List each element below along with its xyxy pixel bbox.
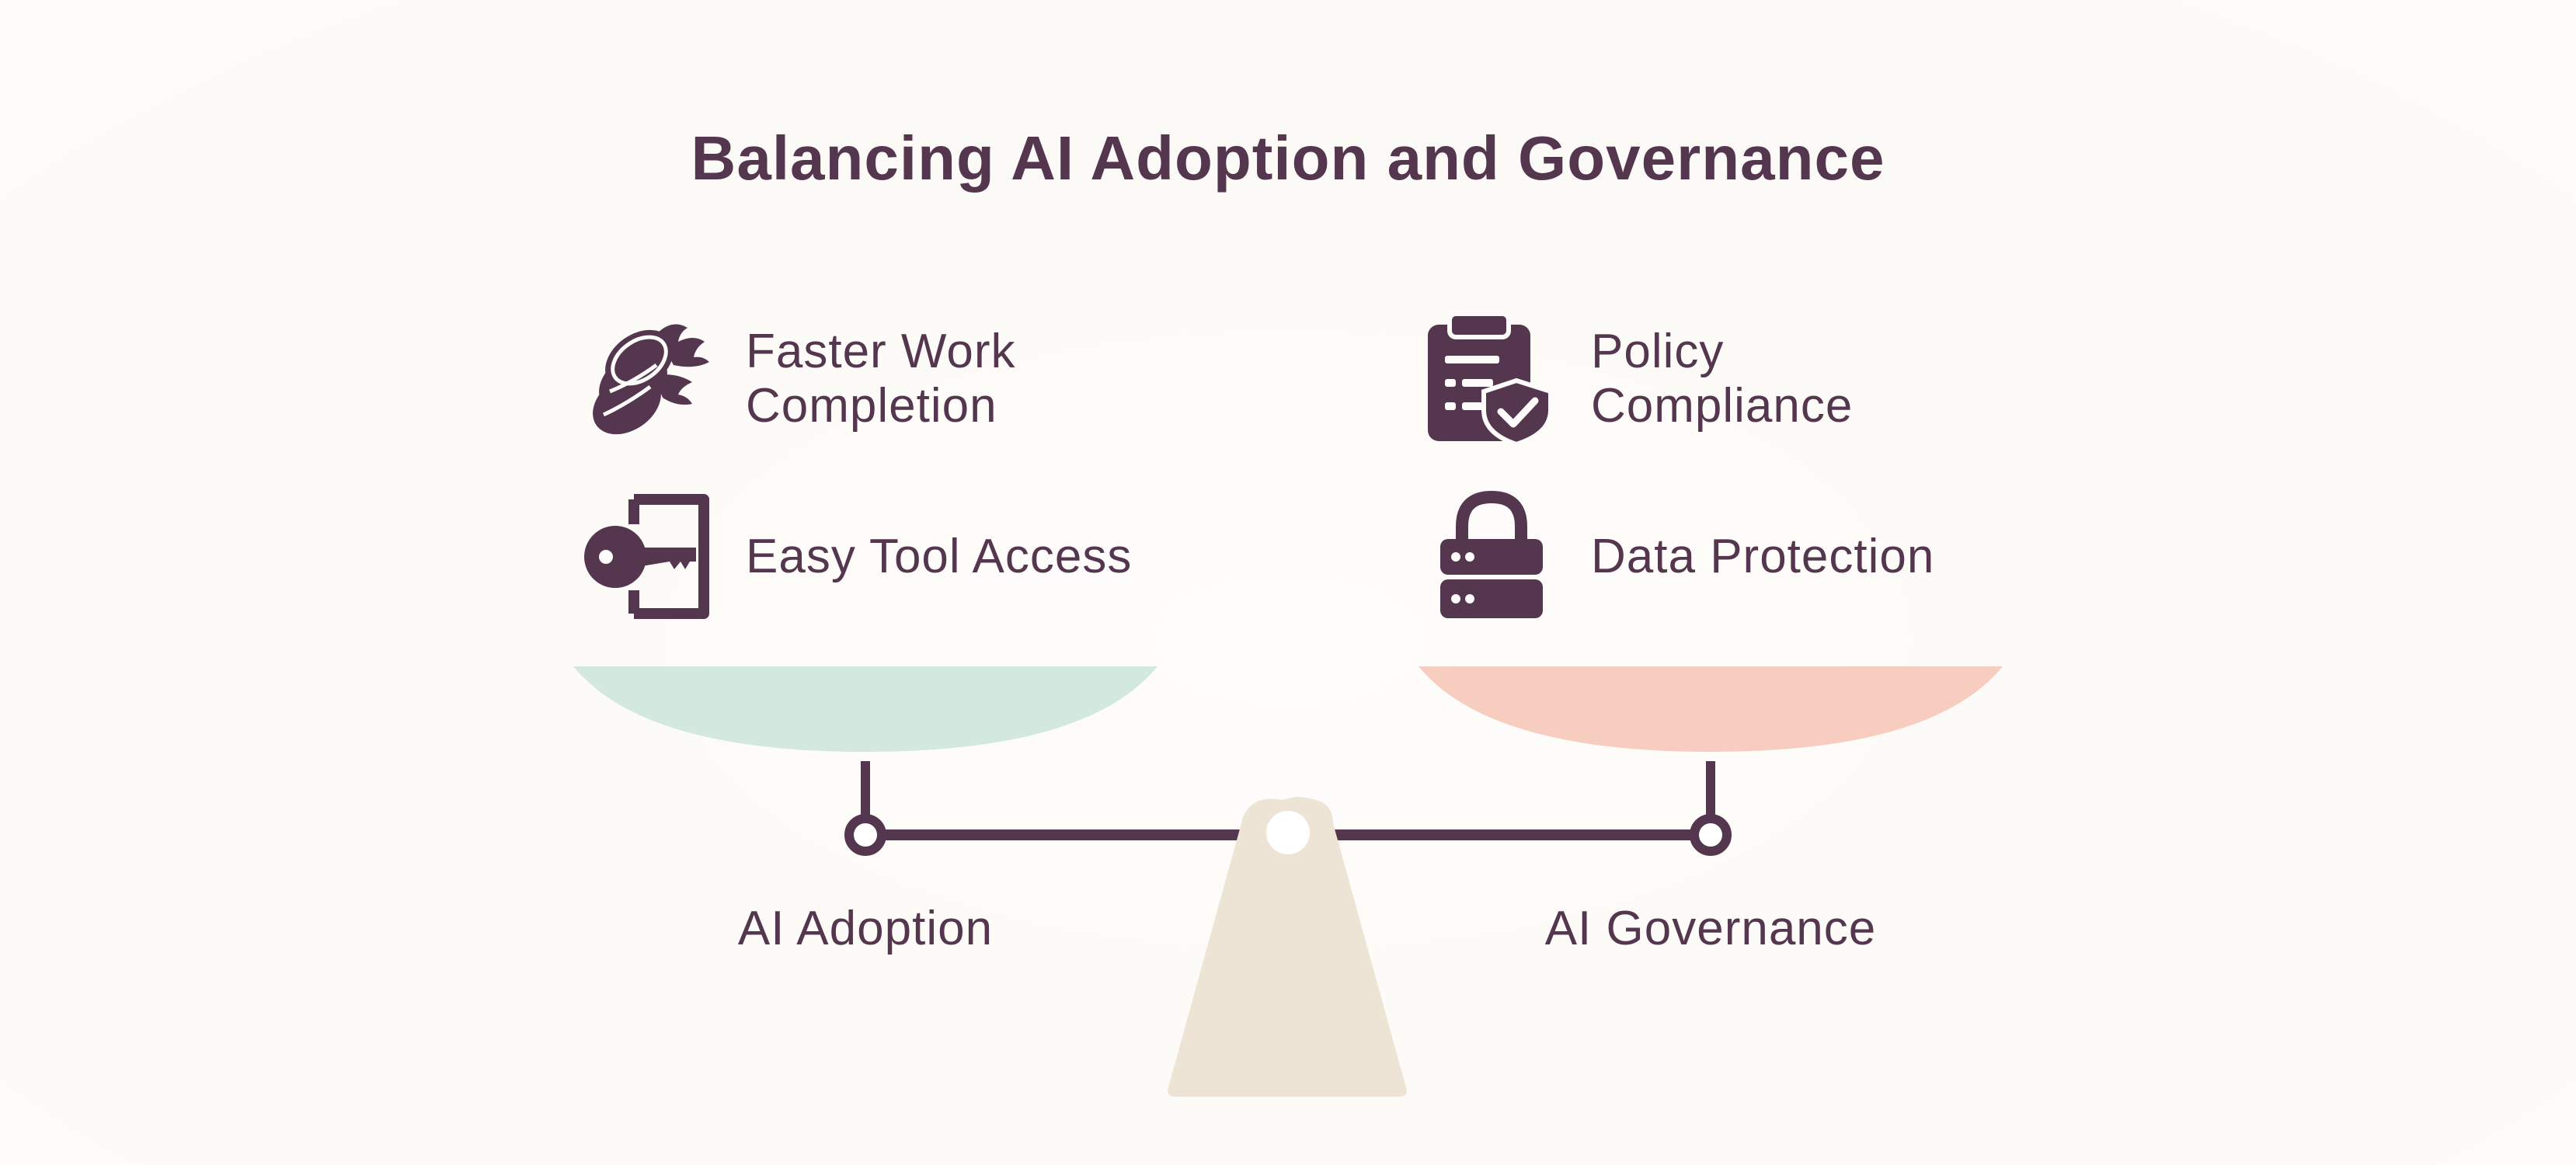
diagram-title: Balancing AI Adoption and Governance [691, 123, 1885, 193]
item-data-protection: Data Protection [1591, 530, 1934, 584]
item-text-line: Data Protection [1591, 530, 1935, 583]
clipboard-shield-icon [1428, 311, 1553, 447]
left-scale-label: AI Adoption [737, 902, 994, 955]
item-text-line: Compliance [1591, 379, 1854, 433]
left-pan [573, 666, 1157, 752]
item-text-line: Policy [1591, 325, 1725, 378]
item-text-line: Faster Work [746, 325, 1016, 378]
key-door-icon [584, 494, 709, 619]
item-policy-compliance: Policy Compliance [1591, 325, 1853, 433]
item-text-line: Completion [746, 379, 997, 433]
lock-server-icon [1440, 490, 1543, 618]
coins-with-wings-icon [593, 324, 709, 435]
right-pan [1419, 666, 2003, 752]
item-faster-work-completion: Faster Work Completion [746, 325, 1015, 433]
left-pivot [844, 814, 886, 856]
right-scale-label: AI Governance [1544, 902, 1877, 955]
item-text-line: Easy Tool Access [746, 530, 1133, 583]
fulcrum [1168, 797, 1407, 1097]
right-pivot [1690, 814, 1732, 856]
fulcrum-hole [1266, 811, 1310, 854]
item-easy-tool-access: Easy Tool Access [746, 530, 1132, 584]
